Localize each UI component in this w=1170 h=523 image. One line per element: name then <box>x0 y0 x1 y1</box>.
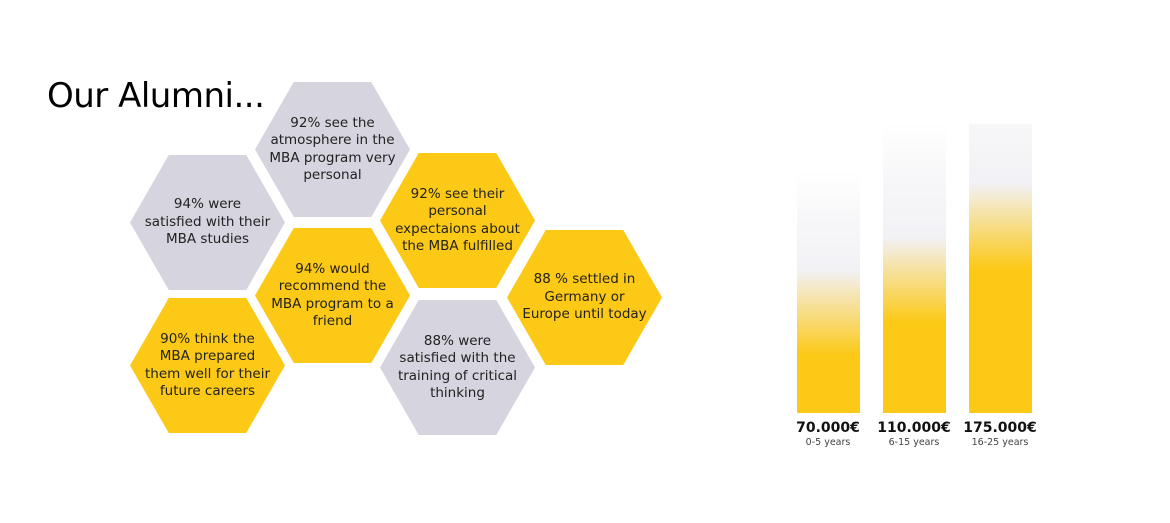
salary-bar-16-25-years <box>969 122 1032 413</box>
hexagon-text: 90% think the MBA prepared them well for… <box>144 330 271 400</box>
hexagon-text: 88 % settled in Germany or Europe until … <box>522 271 647 323</box>
value-label: 110.000€ <box>877 420 951 436</box>
hexagon-atmosphere: 92% see the atmosphere in the MBA progra… <box>255 82 410 217</box>
hexagon-text: 88% were satisfied with the training of … <box>397 332 518 402</box>
category-label: 0-5 years <box>805 437 851 448</box>
hexagon-recommend: 94% would recommend the MBA program to a… <box>255 228 410 363</box>
hexagon-text: 94% would recommend the MBA program to a… <box>271 260 394 330</box>
salary-bar-6-15-years <box>883 122 946 413</box>
hexagon-satisfied-studies: 94% were satisfied with their MBA studie… <box>130 155 285 290</box>
hexagon-expectations: 92% see their personal expectaions about… <box>380 153 535 288</box>
hexagon-text: 92% see their personal expectaions about… <box>395 185 520 255</box>
value-label: 175.000€ <box>963 420 1037 436</box>
hexagon-careers: 90% think the MBA prepared them well for… <box>130 298 285 433</box>
hexagon-critical-thinking: 88% were satisfied with the training of … <box>380 300 535 435</box>
category-label: 6-15 years <box>888 437 940 448</box>
salary-bar-0-5-years <box>797 170 860 413</box>
hexagon-text: 94% were satisfied with their MBA studie… <box>144 196 271 248</box>
page-title: Our Alumni... <box>47 76 265 116</box>
category-label: 16-25 years <box>971 437 1029 448</box>
value-label: 70.000€ <box>796 420 860 436</box>
hexagon-settled: 88 % settled in Germany or Europe until … <box>507 230 662 365</box>
hexagon-text: 92% see the atmosphere in the MBA progra… <box>269 114 396 184</box>
